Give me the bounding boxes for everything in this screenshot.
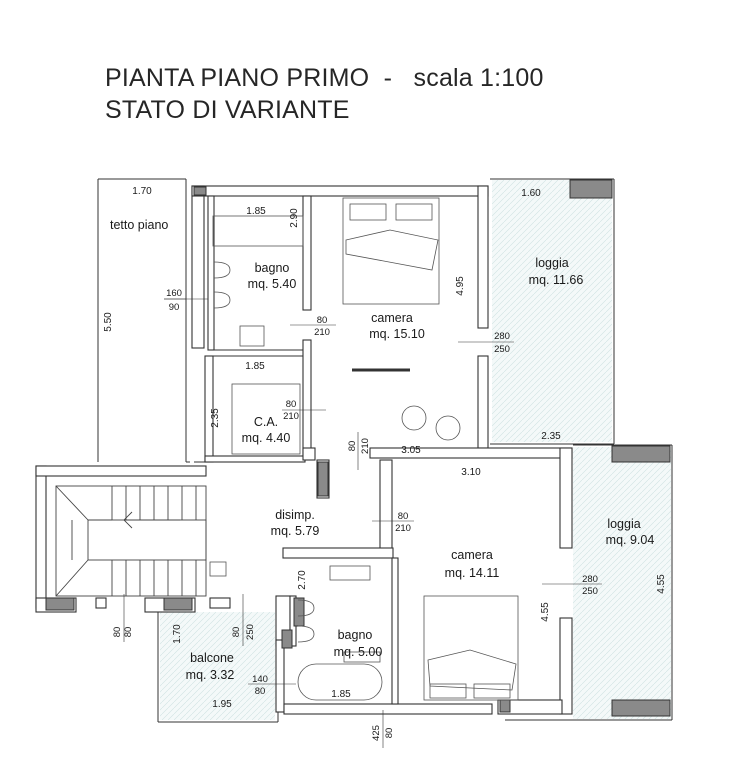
opening-width: 80 xyxy=(317,315,328,326)
opening-width: 80 xyxy=(231,627,242,638)
bed-icon xyxy=(342,197,440,305)
dim-label: 1.85 xyxy=(245,361,265,372)
room-area-disimp: mq. 5.79 xyxy=(271,524,320,538)
dim-label: 2.35 xyxy=(541,431,561,442)
opening-width: 280 xyxy=(582,574,598,585)
opening-height: 90 xyxy=(169,302,180,313)
room-labels: tetto piano bagno mq. 5.40 camera mq. 15… xyxy=(110,218,654,682)
plan-title: PIANTA PIANO PRIMO - scala 1:100 xyxy=(105,64,544,92)
dim-label: 4.55 xyxy=(656,574,667,594)
room-area-balcone: mq. 3.32 xyxy=(186,668,235,682)
dim-label: 1.60 xyxy=(521,188,541,199)
dim-label: 3.10 xyxy=(461,467,481,478)
furniture xyxy=(209,197,519,701)
title-block: PIANTA PIANO PRIMO - scala 1:100 STATO D… xyxy=(105,62,544,126)
dim-label: 1.95 xyxy=(212,699,232,710)
dim-label: 2.70 xyxy=(297,570,308,590)
dim-label: 1.70 xyxy=(172,624,183,644)
opening-height: 250 xyxy=(245,624,256,640)
room-area-loggia1: mq. 11.66 xyxy=(529,273,584,287)
room-name-tetto: tetto piano xyxy=(110,218,168,232)
loggia-hatch xyxy=(160,180,671,720)
room-name-ca: C.A. xyxy=(254,415,278,429)
opening-height: 210 xyxy=(395,523,411,534)
opening-width: 80 xyxy=(112,627,123,638)
dim-label: 4.55 xyxy=(540,602,551,622)
room-name-bagno1: bagno xyxy=(255,261,290,275)
structural-columns xyxy=(45,179,671,717)
walls xyxy=(35,185,573,715)
opening-width: 80 xyxy=(398,511,409,522)
dim-label: 1.85 xyxy=(331,689,351,700)
room-name-camera2: camera xyxy=(451,548,493,562)
opening-height: 80 xyxy=(384,728,395,739)
dim-label: 2.90 xyxy=(289,208,300,228)
room-area-bagno1: mq. 5.40 xyxy=(248,277,297,291)
dim-label: 5.50 xyxy=(103,312,114,332)
dim-label: 4.95 xyxy=(455,276,466,296)
dim-label: 1.85 xyxy=(246,206,266,217)
room-name-balcone: balcone xyxy=(190,651,234,665)
staircase xyxy=(55,485,207,597)
opening-height: 80 xyxy=(123,627,134,638)
opening-width: 280 xyxy=(494,331,510,342)
room-name-loggia1: loggia xyxy=(535,256,568,270)
opening-height: 210 xyxy=(283,411,299,422)
opening-width: 160 xyxy=(166,288,182,299)
opening-width: 425 xyxy=(371,725,382,741)
opening-width: 80 xyxy=(286,399,297,410)
room-name-camera1: camera xyxy=(371,311,413,325)
opening-height: 80 xyxy=(255,686,266,697)
opening-height: 250 xyxy=(582,586,598,597)
bed-icon xyxy=(423,595,519,701)
room-name-loggia2: loggia xyxy=(607,517,640,531)
room-area-loggia2: mq. 9.04 xyxy=(606,533,655,547)
dim-label: 1.70 xyxy=(132,186,152,197)
opening-width: 140 xyxy=(252,674,268,685)
dim-label: 3.05 xyxy=(401,445,421,456)
opening-labels: 160 90 80 210 280 250 80 210 80 210 80 2… xyxy=(112,288,602,748)
room-area-bagno2: mq. 5.00 xyxy=(334,645,383,659)
dimension-labels: 1.70 1.85 2.90 1.60 4.95 5.50 1.85 2.35 … xyxy=(103,186,667,710)
dim-label: 2.35 xyxy=(210,408,221,428)
room-name-disimp: disimp. xyxy=(275,508,315,522)
plan-subtitle: STATO DI VARIANTE xyxy=(105,96,350,124)
room-name-bagno2: bagno xyxy=(338,628,373,642)
room-area-camera1: mq. 15.10 xyxy=(369,327,425,341)
room-area-ca: mq. 4.40 xyxy=(242,431,291,445)
opening-height: 250 xyxy=(494,344,510,355)
opening-width: 80 xyxy=(347,441,358,452)
opening-height: 210 xyxy=(314,327,330,338)
room-area-camera2: mq. 14.11 xyxy=(445,566,500,580)
opening-height: 210 xyxy=(360,438,371,454)
